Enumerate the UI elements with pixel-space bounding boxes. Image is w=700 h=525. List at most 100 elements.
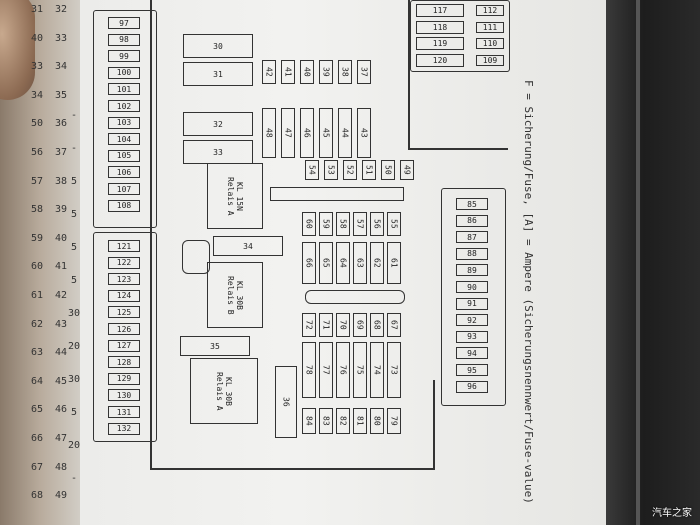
fuse-36: 36 bbox=[275, 366, 297, 438]
table-cell: 5 bbox=[70, 209, 78, 220]
finger bbox=[0, 0, 35, 100]
fuse-68: 68 bbox=[370, 313, 384, 337]
table-cell: 46 bbox=[54, 404, 68, 416]
table-cell: 42 bbox=[54, 289, 68, 301]
fuse-40: 40 bbox=[300, 60, 314, 84]
table-cell: 5 bbox=[70, 275, 78, 286]
table-cell: 37 bbox=[54, 146, 68, 158]
table-cell: 35 bbox=[54, 89, 68, 101]
table-cell: - bbox=[70, 143, 78, 154]
fuse-88: 88 bbox=[456, 247, 488, 260]
table-cell: 59 bbox=[30, 232, 44, 244]
fuse-93: 93 bbox=[456, 330, 488, 343]
fuse-100: 100 bbox=[108, 66, 140, 79]
fuse-70: 70 bbox=[336, 313, 350, 337]
fuse-63: 63 bbox=[353, 242, 367, 284]
table-cell: 33 bbox=[54, 32, 68, 44]
fuse-79: 79 bbox=[387, 408, 401, 434]
fuse-78: 78 bbox=[302, 342, 316, 398]
connector-slot-2 bbox=[305, 290, 405, 304]
left-bottom-fuse-block bbox=[93, 232, 157, 442]
table-cell: 62 bbox=[30, 318, 44, 330]
table-cell: 40 bbox=[30, 32, 44, 44]
relay-a-kl15n-terminal: KL 15N bbox=[235, 181, 244, 211]
outline-right bbox=[433, 380, 435, 470]
fuse-56: 56 bbox=[370, 212, 384, 236]
table-cell: 5 bbox=[70, 176, 78, 187]
fuse-71: 71 bbox=[319, 313, 333, 337]
relay-a-kl15n-label: Relais A bbox=[226, 176, 235, 216]
fuse-65: 65 bbox=[319, 242, 333, 284]
fuse-73: 73 bbox=[387, 342, 401, 398]
fuse-89: 89 bbox=[456, 264, 488, 277]
fuse-122: 122 bbox=[108, 256, 140, 269]
table-cell: 49 bbox=[54, 490, 68, 502]
fuse-110: 110 bbox=[476, 38, 504, 49]
fuse-33: 33 bbox=[183, 140, 253, 164]
watermark-text: 汽车之家 bbox=[652, 508, 692, 519]
connector-slot bbox=[270, 187, 404, 201]
fuse-42: 42 bbox=[262, 60, 276, 84]
table-cell: 43 bbox=[54, 318, 68, 330]
fuse-109: 109 bbox=[476, 54, 504, 66]
fuse-77: 77 bbox=[319, 342, 333, 398]
fuse-54: 54 bbox=[305, 160, 319, 180]
fuse-60: 60 bbox=[302, 212, 316, 236]
fuse-32: 32 bbox=[183, 112, 253, 136]
right-fuse-block bbox=[441, 188, 506, 406]
top-right-fuse-block bbox=[410, 0, 510, 72]
legend-text: F = Sicherung/Fuse, [A] = Ampere (Sicher… bbox=[522, 80, 535, 504]
table-cell: 5 bbox=[70, 242, 78, 253]
fuse-59: 59 bbox=[319, 212, 333, 236]
fuse-50: 50 bbox=[381, 160, 395, 180]
fuse-66: 66 bbox=[302, 242, 316, 284]
outline-topright bbox=[408, 0, 410, 150]
outline-top bbox=[150, 0, 152, 470]
table-cell: - bbox=[70, 110, 78, 121]
fuse-55: 55 bbox=[387, 212, 401, 236]
fuse-103: 103 bbox=[108, 116, 140, 129]
table-cell: 68 bbox=[30, 490, 44, 502]
fuse-30: 30 bbox=[183, 34, 253, 58]
fuse-130: 130 bbox=[108, 389, 140, 402]
fuse-45: 45 bbox=[319, 108, 333, 158]
fuse-119: 119 bbox=[416, 37, 464, 50]
fuse-117: 117 bbox=[416, 4, 464, 17]
fuse-124: 124 bbox=[108, 289, 140, 302]
fuse-102: 102 bbox=[108, 100, 140, 112]
relay-b-kl30b-terminal: KL 30B bbox=[235, 280, 244, 310]
table-cell: 41 bbox=[54, 261, 68, 273]
fuse-97: 97 bbox=[108, 17, 140, 29]
table-cell: 20 bbox=[67, 341, 81, 352]
left-top-fuse-block bbox=[93, 10, 157, 228]
table-cell: 48 bbox=[54, 461, 68, 473]
fuse-53: 53 bbox=[324, 160, 338, 180]
fuse-64: 64 bbox=[336, 242, 350, 284]
relay-b-kl30b-label: Relais B bbox=[226, 275, 235, 315]
table-cell: 64 bbox=[30, 375, 44, 387]
fuse-46: 46 bbox=[300, 108, 314, 158]
fuse-84: 84 bbox=[302, 408, 316, 434]
table-cell: 33 bbox=[30, 61, 44, 73]
fuse-81: 81 bbox=[353, 408, 367, 434]
fuse-86: 86 bbox=[456, 214, 488, 227]
table-cell: 50 bbox=[30, 118, 44, 130]
table-cell: 40 bbox=[54, 232, 68, 244]
fuse-99: 99 bbox=[108, 50, 140, 63]
fuse-61: 61 bbox=[387, 242, 401, 284]
fuse-57: 57 bbox=[353, 212, 367, 236]
table-cell: 57 bbox=[30, 175, 44, 187]
table-cell: 44 bbox=[54, 347, 68, 359]
car-interior-panel bbox=[606, 0, 700, 525]
relay-a-kl15n: Relais A KL 15N bbox=[207, 163, 263, 229]
table-cell: 45 bbox=[54, 375, 68, 387]
fuse-126: 126 bbox=[108, 323, 140, 335]
table-cell: 56 bbox=[30, 146, 44, 158]
fuse-92: 92 bbox=[456, 314, 488, 327]
table-cell: - bbox=[70, 473, 78, 484]
fuse-101: 101 bbox=[108, 83, 140, 96]
fuse-112: 112 bbox=[476, 5, 504, 16]
fuse-123: 123 bbox=[108, 273, 140, 286]
